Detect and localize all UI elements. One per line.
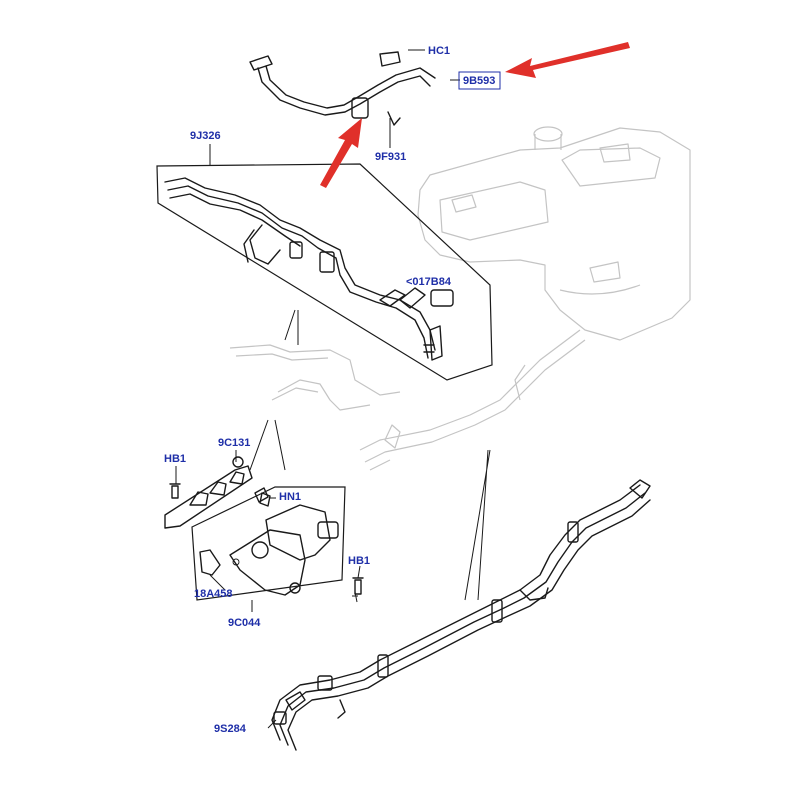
red-arrows: [320, 42, 630, 188]
leader-valve-to-routing: [249, 419, 286, 471]
leader-hb1-right: [357, 565, 361, 579]
leader-hb1-right-detail: [352, 591, 358, 603]
leader-18a458: [209, 574, 226, 591]
callout-9f931: 9F931: [375, 151, 406, 163]
fuel-lines-9s284: [271, 479, 651, 751]
callout-9b593-box: [458, 71, 501, 90]
valve-assembly-9c044: [199, 492, 339, 596]
arrow-to-9b593: [505, 42, 630, 78]
callout-017b84: <017B84: [406, 276, 452, 288]
bracket-9c131: [164, 456, 253, 529]
fuel-routing-ghost: [229, 329, 586, 471]
callout-9c131: 9C131: [218, 437, 250, 449]
arrow-to-clamp: [320, 118, 362, 188]
leader-9j326-to-routing: [284, 309, 299, 345]
fuel-tank-outline: [417, 126, 691, 341]
callout-labels: HC1 9B593 9J326 9F931 <017B84 HB1 9C131 …: [164, 45, 501, 735]
callout-hc1: HC1: [428, 45, 450, 57]
screw-hb1-left: [169, 483, 181, 499]
callout-hn1: HN1: [279, 491, 301, 503]
callout-9b593: 9B593: [463, 75, 495, 87]
callout-hb1-right: HB1: [348, 555, 370, 567]
callout-hb1-left: HB1: [164, 453, 186, 465]
callout-9c044: 9C044: [228, 617, 261, 629]
callout-9j326: 9J326: [190, 130, 221, 142]
leader-lines-to-routing: [464, 449, 491, 601]
leader-lines: [175, 49, 491, 729]
callout-18a458: 18A458: [194, 588, 233, 600]
clip-hn1: [254, 487, 269, 503]
leader-9s284: [267, 719, 277, 729]
breather-pipe: [249, 51, 436, 126]
pipe-assembly-9j326: [164, 177, 454, 361]
screw-hb1-right: [352, 577, 364, 595]
pipe-assembly-frame: [156, 163, 493, 381]
callout-9s284: 9S284: [214, 723, 247, 735]
